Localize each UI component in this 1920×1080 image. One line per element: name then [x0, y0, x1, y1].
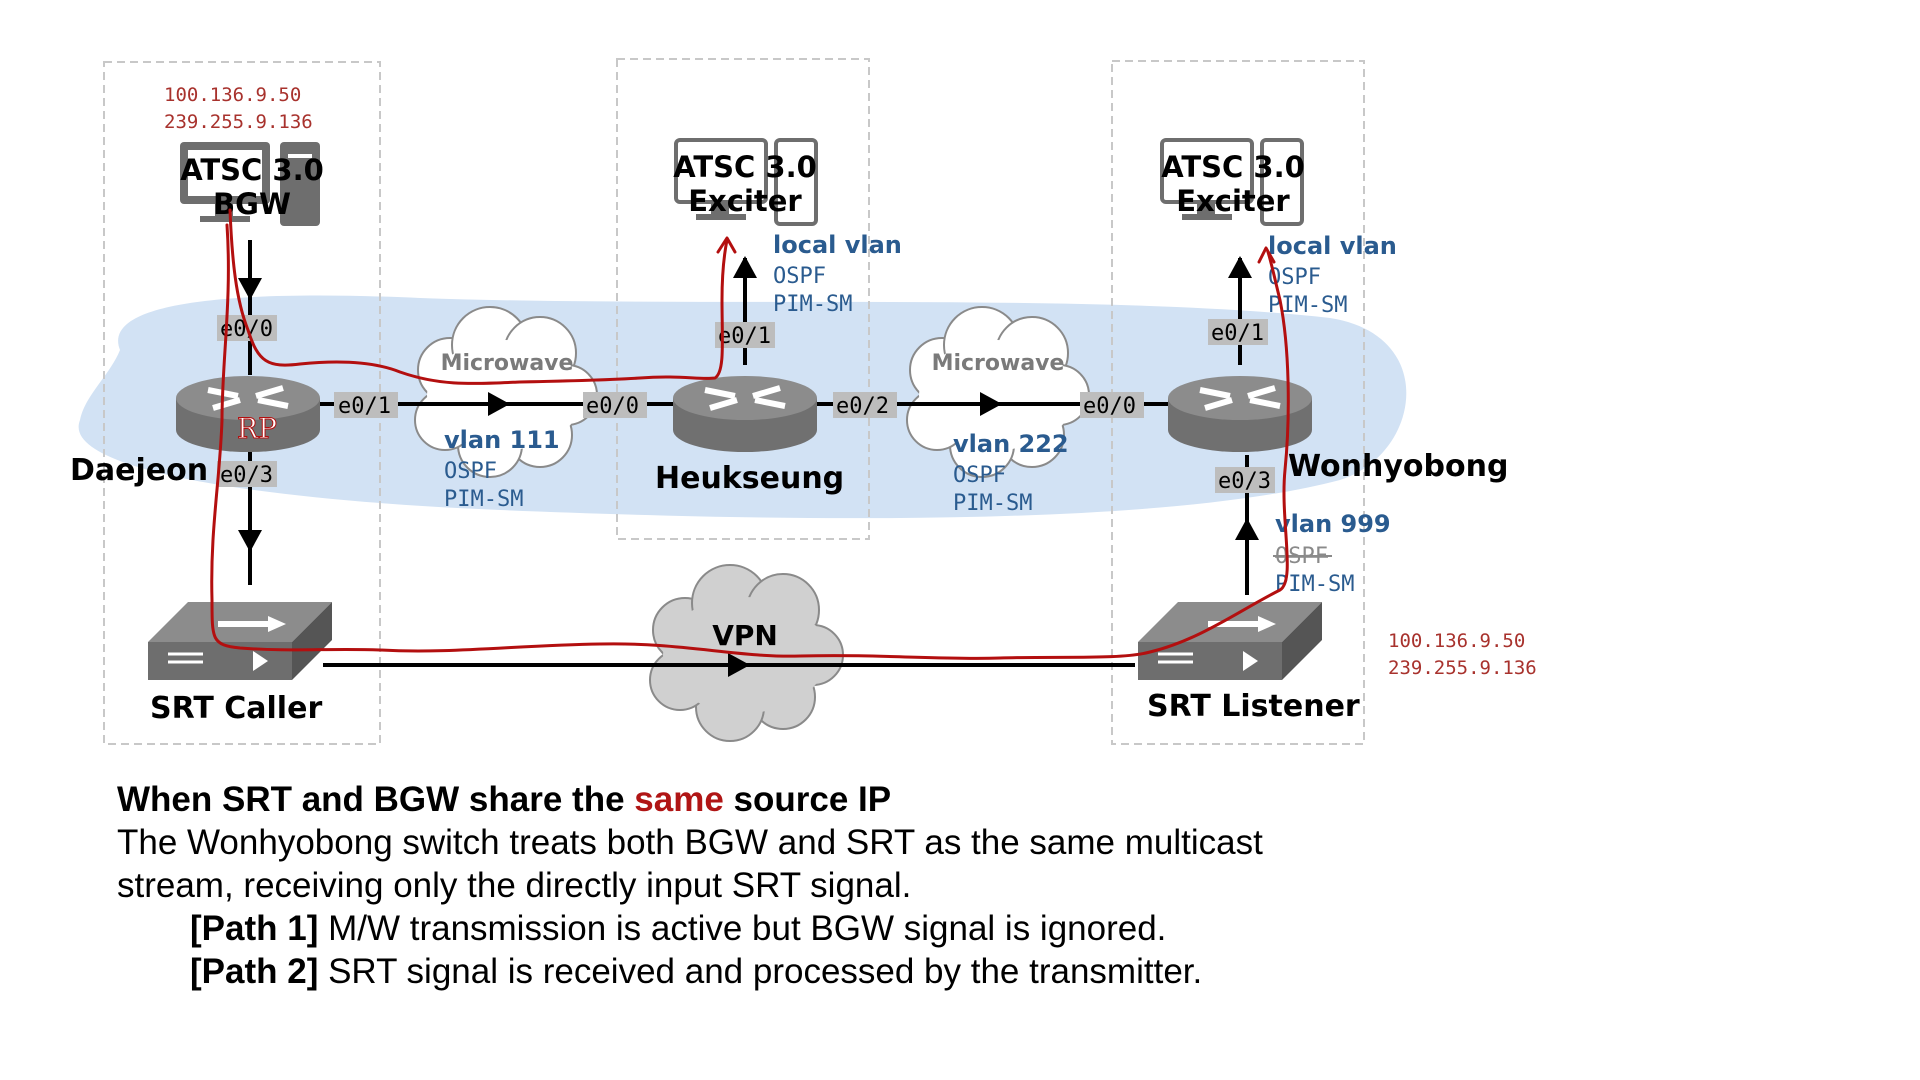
local-vlan-heukseung-ospf: OSPF — [773, 264, 826, 289]
site-box-heukseung — [616, 58, 870, 540]
local-vlan-heukseung-name: local vlan — [773, 231, 902, 259]
arrowheads — [238, 256, 1259, 677]
site-name-daejeon: Daejeon — [70, 453, 208, 488]
exciter-wonhyobong-line2: Exciter — [1176, 184, 1290, 218]
switch-icon — [148, 602, 332, 680]
caption: When SRT and BGW share the same source I… — [117, 778, 1617, 993]
vlan111-pim: PIM-SM — [444, 487, 523, 512]
local-vlan-heukseung-pim: PIM-SM — [773, 292, 852, 317]
caption-body-line1: The Wonhyobong switch treats both BGW an… — [117, 823, 1263, 862]
bgw-label-line1: ATSC 3.0 — [180, 153, 324, 187]
path-1-microwave — [228, 208, 729, 385]
port-heukseung-e01: e0/1 — [718, 324, 771, 349]
caption-title-post: source IP — [723, 780, 892, 819]
signal-paths — [210, 208, 1290, 660]
router-heukseung — [673, 376, 817, 452]
caption-path2-label: [Path 2] — [190, 952, 319, 991]
vlan222-name: vlan 222 — [953, 430, 1069, 458]
caption-title-pre: When SRT and BGW share the — [117, 780, 635, 819]
bgw-device — [180, 142, 320, 226]
router-icon — [673, 376, 817, 452]
port-wonhyobong-e03: e0/3 — [1218, 469, 1271, 494]
microwave-label-1: Microwave — [441, 351, 574, 376]
router-icon — [1168, 376, 1312, 452]
vlan222-pim: PIM-SM — [953, 491, 1032, 516]
router-wonhyobong — [1168, 376, 1312, 452]
srt-caller-label: SRT Caller — [150, 691, 322, 726]
srt-listener-ip-multicast: 239.255.9.136 — [1388, 657, 1537, 679]
port-wonhyobong-e01: e0/1 — [1211, 321, 1264, 346]
server-computer-icon — [674, 138, 818, 226]
port-heukseung-e02: e0/2 — [836, 394, 889, 419]
switch-icon — [1138, 602, 1322, 680]
srt-listener-label: SRT Listener — [1147, 689, 1360, 724]
vlan111-name: vlan 111 — [444, 426, 560, 454]
port-daejeon-e03: e0/3 — [220, 463, 273, 488]
path-2-srt — [210, 223, 1290, 660]
vlan111-ospf: OSPF — [444, 459, 497, 484]
exciter-heukseung-device — [674, 138, 818, 226]
server-computer-icon — [1160, 138, 1304, 226]
caption-body-line2: stream, receiving only the directly inpu… — [117, 866, 912, 905]
vlan222-ospf: OSPF — [953, 463, 1006, 488]
server-computer-icon — [180, 142, 320, 226]
path-2-arrowhead — [1257, 246, 1276, 264]
exciter-heukseung-line2: Exciter — [688, 184, 802, 218]
site-name-heukseung: Heukseung — [655, 461, 844, 496]
port-wonhyobong-e00: e0/0 — [1083, 394, 1136, 419]
srt-listener-device — [1138, 602, 1322, 680]
site-name-wonhyobong: Wonhyobong — [1288, 449, 1508, 484]
bgw-ip-unicast: 100.136.9.50 — [164, 84, 301, 106]
bgw-label-line2: BGW — [213, 187, 291, 221]
rp-label: RP — [237, 412, 277, 445]
caption-path2-text: SRT signal is received and processed by … — [318, 952, 1203, 991]
vlan999-name: vlan 999 — [1275, 510, 1391, 538]
exciter-heukseung-line1: ATSC 3.0 — [673, 150, 817, 184]
local-vlan-wonhyobong-name: local vlan — [1268, 232, 1397, 260]
caption-path2: [Path 2] SRT signal is received and proc… — [117, 950, 1617, 993]
caption-title: When SRT and BGW share the same source I… — [117, 778, 1617, 821]
port-heukseung-e00: e0/0 — [586, 394, 639, 419]
path-1-arrowhead — [716, 236, 737, 254]
caption-path1-label: [Path 1] — [190, 909, 319, 948]
caption-path1: [Path 1] M/W transmission is active but … — [117, 907, 1617, 950]
microwave-label-2: Microwave — [932, 351, 1065, 376]
exciter-wonhyobong-line1: ATSC 3.0 — [1161, 150, 1305, 184]
srt-caller-device — [148, 602, 332, 680]
vlan999-pim: PIM-SM — [1275, 572, 1354, 597]
vpn-label: VPN — [712, 619, 778, 652]
caption-title-emphasis: same — [634, 780, 724, 819]
srt-listener-ip-unicast: 100.136.9.50 — [1388, 630, 1525, 652]
exciter-wonhyobong-device — [1160, 138, 1304, 226]
bgw-ip-multicast: 239.255.9.136 — [164, 111, 313, 133]
caption-path1-text: M/W transmission is active but BGW signa… — [318, 909, 1167, 948]
port-daejeon-e01: e0/1 — [338, 394, 391, 419]
